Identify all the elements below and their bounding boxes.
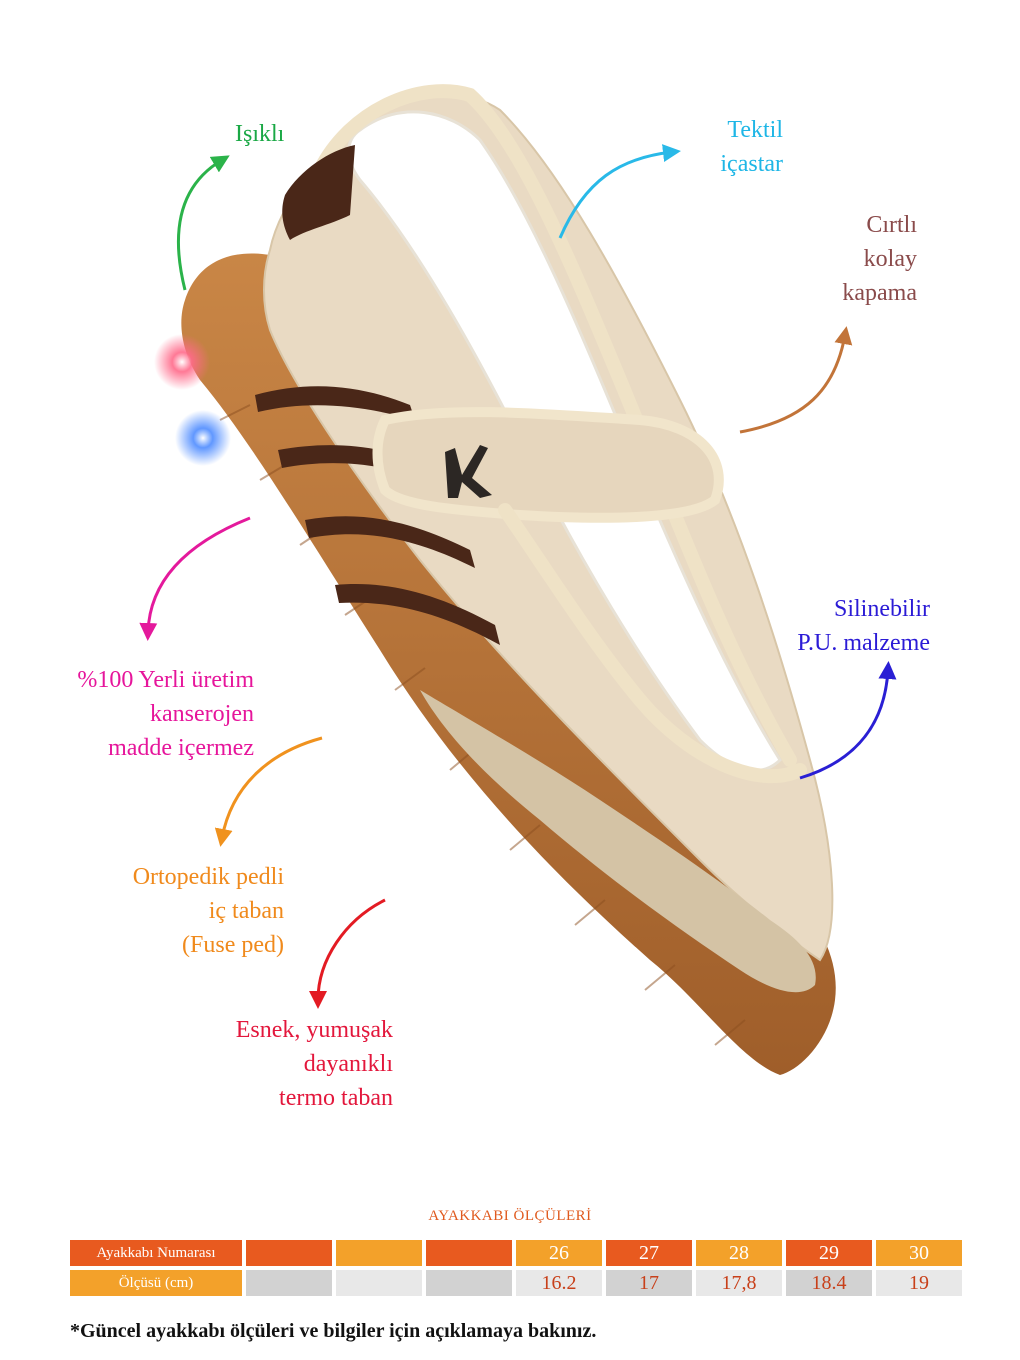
arrow-esnek	[309, 898, 386, 1009]
arrow-tekstil	[558, 144, 681, 239]
size-row-header: Ayakkabı Numarası	[70, 1240, 242, 1266]
shoe-suede-toe	[420, 690, 816, 993]
size-cell: 30	[876, 1240, 962, 1266]
arrow-ortopedik	[214, 736, 323, 847]
length-cell: 17	[606, 1270, 692, 1296]
size-cell: 29	[786, 1240, 872, 1266]
length-cell	[336, 1270, 422, 1296]
red-light-icon	[154, 334, 210, 390]
size-table-title: AYAKKABI ÖLÇÜLERİ	[428, 1208, 592, 1224]
length-cell: 16.2	[516, 1270, 602, 1296]
feature-yerli: %100 Yerli üretim kanserojen madde içerm…	[77, 667, 254, 761]
length-cell	[246, 1270, 332, 1296]
arrow-yerli	[139, 516, 251, 641]
size-cell	[246, 1240, 332, 1266]
sole-ribs	[219, 404, 746, 1046]
shoe-velcro-strap	[372, 407, 724, 523]
size-cell: 28	[696, 1240, 782, 1266]
size-cell: 26	[516, 1240, 602, 1266]
feature-tekstil: Tektil içastar	[720, 117, 783, 177]
size-cell	[426, 1240, 512, 1266]
length-row-header: Ölçüsü (cm)	[70, 1270, 242, 1296]
shoe-collar-binding	[313, 84, 797, 767]
arrow-isikli	[176, 155, 230, 291]
feature-cirtli: Cırtlı kolay kapama	[842, 212, 917, 306]
shoe-stripes	[255, 386, 500, 645]
length-cell: 19	[876, 1270, 962, 1296]
blue-light-icon	[175, 410, 231, 466]
length-cell	[426, 1270, 512, 1296]
size-table: Ayakkabı Numarası 26 27 28 29 30 Ölçüsü …	[70, 1240, 962, 1296]
length-cell: 17,8	[696, 1270, 782, 1296]
size-cell	[336, 1240, 422, 1266]
feature-ortopedik: Ortopedik pedli iç taban (Fuse ped)	[132, 864, 284, 958]
footnote: *Güncel ayakkabı ölçüleri ve bilgiler iç…	[70, 1320, 597, 1342]
shoe-heel-tab	[282, 145, 355, 240]
feature-isikli: Işıklı	[235, 121, 285, 147]
length-cell: 18.4	[786, 1270, 872, 1296]
arrow-silinebilir	[799, 661, 897, 780]
arrow-cirtli	[739, 326, 853, 434]
feature-esnek: Esnek, yumuşak dayanıklı termo taban	[235, 1017, 393, 1111]
feature-silinebilir: Silinebilir P.U. malzeme	[797, 596, 930, 656]
shoe-strap-loop	[498, 503, 807, 784]
size-cell: 27	[606, 1240, 692, 1266]
brand-logo-icon	[445, 445, 492, 498]
shoe-illustration	[139, 84, 897, 1075]
